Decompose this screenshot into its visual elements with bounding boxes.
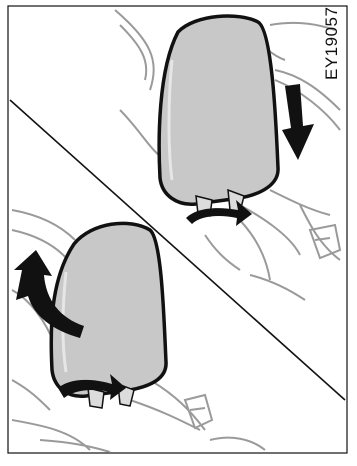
figure-code-label: EY19057: [322, 20, 342, 80]
top-headrest: [159, 16, 278, 204]
